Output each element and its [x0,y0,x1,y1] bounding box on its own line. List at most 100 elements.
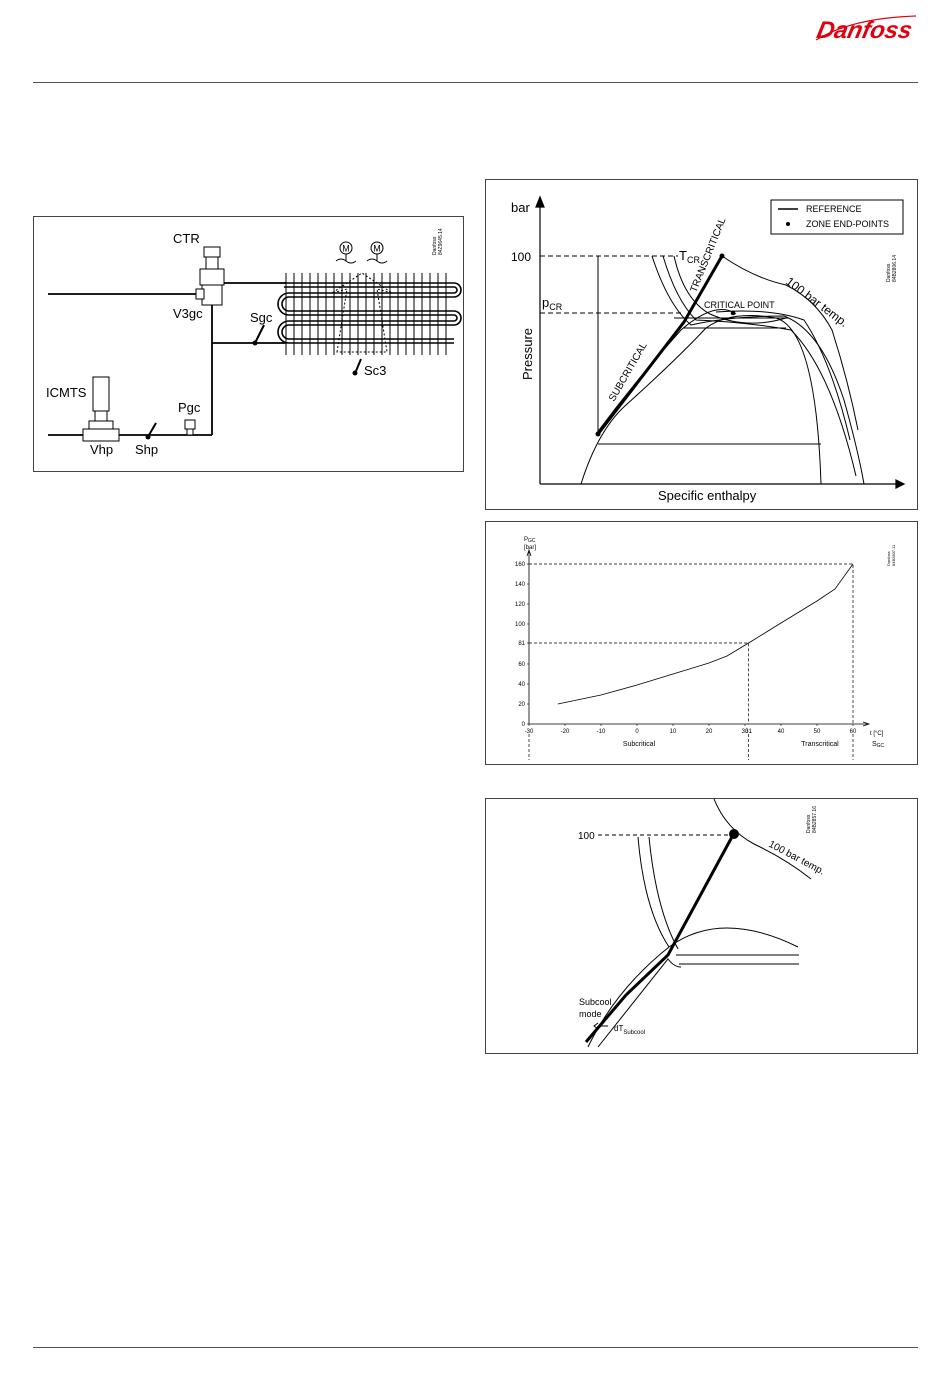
guide-line [529,563,854,724]
ph-dome [580,255,865,485]
brand-name: Danfoss [814,17,914,44]
chart-x-label: t [°C] [870,731,884,737]
x-tick-label: 50 [814,729,821,735]
coil-tubes [277,282,462,344]
svg-text:Danfoss: Danfoss [432,236,438,255]
figure-pgc-chart: PGC [bar] t [°C] SGC Subcritical Transcr… [485,521,918,765]
ph-y-label: Pressure [520,328,535,380]
chart-y-label: PGC [524,537,536,544]
pgc-transmitter [184,419,196,436]
x-tick-label: 30 [742,729,749,735]
ctr-label: CTR [173,231,200,246]
subcool-dt-arrow [593,1022,608,1030]
drawing-code: Danfoss 84B2857.16 [806,806,818,833]
vhp-label: Vhp [90,442,113,457]
x-tick-label: 0 [635,729,639,735]
subcool-end-point [729,829,739,839]
critical-point-label: CRITICAL POINT [704,300,775,310]
y-tick-label: 40 [518,682,525,688]
svg-text:84B2857.16: 84B2857.16 [812,806,818,833]
header-rule [33,82,918,83]
ph-zone-path [596,255,724,435]
danfoss-logo: Danfoss [814,15,917,44]
ph-x-label: Specific enthalpy [658,488,757,503]
subcool-dt-label: dTSubcool [614,1024,645,1036]
svg-text:84Z9645.14: 84Z9645.14 [438,228,444,255]
figure-gas-cooler-circuit: M M [33,216,464,472]
pgc-chart: PGC [bar] t [°C] SGC Subcritical Transcr… [515,537,896,760]
sgc-sensor [252,324,265,346]
ctr-valve [195,246,225,306]
svg-text:Danfoss: Danfoss [886,551,891,566]
sc3-label: Sc3 [364,363,386,378]
motor-label: M [373,244,381,254]
guide-line [529,642,749,724]
ph-axes [535,195,906,489]
y-axis [526,548,532,724]
piping [48,282,286,436]
x-extra-tick-label: 31 [745,729,752,735]
x-tick-label: 40 [778,729,785,735]
subcool-mode-label-1: Subcool [579,997,612,1007]
subcool-mode-path [584,834,735,1043]
figure-subcool-mode: 100 100 bar temp. Subcool mode dTSubcool… [485,798,918,1054]
icmts-label: ICMTS [46,385,87,400]
ph-diagram: bar 100 pCR TCR Pressure Specific enthal… [511,195,906,503]
critical-point-marker [730,310,736,316]
fan-motor-1: M [335,241,357,264]
zone-end-point [719,253,725,259]
drawing-code: Danfoss 84Z9645.14 [432,228,444,255]
subcool-mode-label-2: mode [579,1009,602,1019]
zone-end-point [595,431,601,437]
ph-pcr-label: pCR [542,295,563,312]
drawing-code: Danfoss 84B2807.11 [886,544,896,566]
y-tick-label: 140 [515,582,526,588]
shp-sensor [145,422,157,440]
x-tick-label: -30 [525,729,534,735]
sc3-sensor [352,358,362,376]
region-subcritical: Subcritical [623,741,656,748]
ph-tcr-label: TCR [679,248,700,265]
y-tick-label: 60 [518,662,525,668]
footer-rule [33,1347,918,1348]
x-tick-label: -20 [561,729,570,735]
ph-guides [540,255,684,314]
y-tick-label: 120 [515,602,526,608]
chart-x-label-2: SGC [872,741,885,749]
legend-end-points: ZONE END-POINTS [806,219,889,229]
subcool-isotherm-label: 100 bar temp. [767,839,827,878]
y-tick-label: 81 [518,641,525,647]
gas-cooler-diagram: M M [46,228,462,457]
figure-ph-diagram: bar 100 pCR TCR Pressure Specific enthal… [485,179,918,510]
shp-label: Shp [135,442,158,457]
subcool-curves [587,798,812,1048]
subcool-tick-100: 100 [578,831,595,842]
chart-y-unit: [bar] [524,545,536,551]
pgc-label: Pgc [178,400,201,415]
svg-text:84B2806.14: 84B2806.14 [892,255,898,282]
x-tick-label: 20 [706,729,713,735]
y-tick-label: 20 [518,702,525,708]
icmts-valve [82,376,120,442]
y-tick-label: 160 [515,562,526,568]
y-tick-label: 0 [522,722,526,728]
x-tick-label: 60 [850,729,857,735]
y-tick-label: 100 [515,622,526,628]
ph-tick-100: 100 [511,250,531,264]
airflow-arrow [331,272,393,353]
x-tick-label: 10 [670,729,677,735]
fan-motor-2: M [366,241,388,264]
x-tick-label: -10 [597,729,606,735]
legend-reference: REFERENCE [806,204,862,214]
svg-text:84B2807.11: 84B2807.11 [891,544,896,566]
ph-legend: REFERENCE ZONE END-POINTS [770,199,904,235]
sgc-label: Sgc [250,310,273,325]
svg-text:Danfoss: Danfoss [806,814,812,833]
svg-text:Danfoss: Danfoss [886,263,892,282]
series-line [557,563,854,705]
drawing-code: Danfoss 84B2806.14 [886,255,898,282]
motor-label: M [342,244,350,254]
v3gc-label: V3gc [173,306,203,321]
ph-y-unit: bar [511,200,530,215]
region-transcritical: Transcritical [801,741,839,748]
